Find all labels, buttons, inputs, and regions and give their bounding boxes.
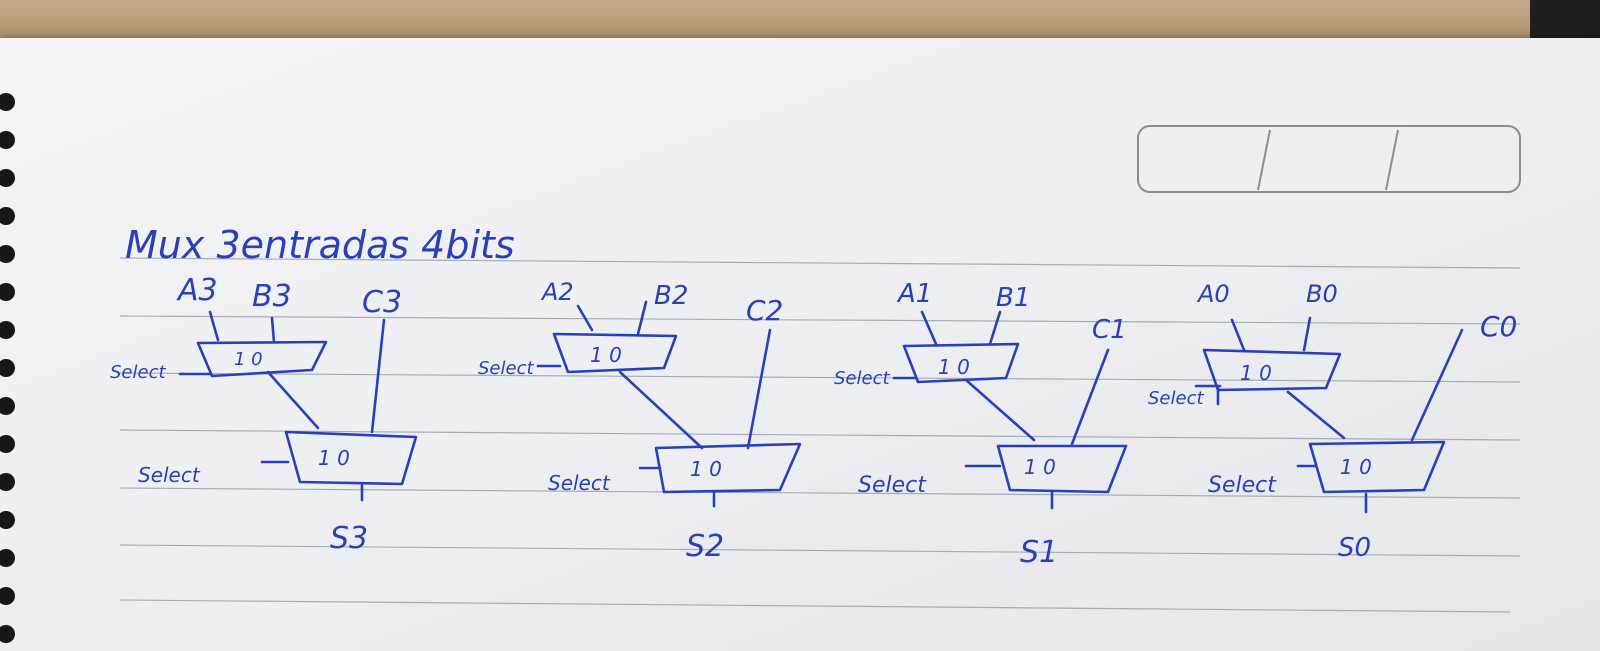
mux-top [196, 340, 328, 378]
input-a-label: A1 [896, 279, 932, 309]
input-c-label: C1 [1092, 315, 1127, 345]
select-label-top: Select [110, 362, 166, 383]
mux-top [902, 342, 1020, 384]
input-a-label: A0 [1196, 280, 1230, 308]
select-label-bottom: Select [1208, 473, 1277, 498]
mux-bottom [284, 430, 418, 486]
input-a-label: A2 [540, 278, 574, 306]
output-label: S3 [330, 521, 368, 556]
output-label: S1 [1020, 535, 1058, 570]
mux-stage-2: A2 B2 C2 1 0 Select 1 0 Select S2 [478, 278, 802, 564]
mux-top-label: 1 0 [1240, 361, 1272, 385]
notebook-page [0, 38, 1600, 651]
select-label-top: Select [1148, 388, 1204, 409]
mux-top [552, 332, 678, 374]
mux-bottom [996, 444, 1128, 494]
output-label: S0 [1338, 533, 1371, 563]
input-b-label: B1 [996, 283, 1030, 313]
mux-top-label: 1 0 [938, 355, 970, 379]
select-label-top: Select [478, 358, 534, 379]
input-a-label: A3 [176, 273, 218, 308]
diagram-title: Mux 3entradas 4bits [125, 223, 515, 267]
ruled-lines [119, 257, 1521, 613]
mux-stage-1: A1 B1 C1 1 0 Select 1 0 Select S1 [834, 279, 1128, 570]
input-c-label: C2 [746, 294, 783, 327]
input-b-label: B3 [252, 279, 292, 314]
mux-bottom-label: 1 0 [690, 457, 722, 481]
select-label-bottom: Select [548, 471, 611, 495]
mux-bottom-label: 1 0 [1024, 455, 1056, 479]
mux-top-label: 1 0 [590, 343, 622, 367]
input-c-label: C3 [362, 285, 402, 320]
input-c-label: C0 [1480, 310, 1517, 343]
input-b-label: B2 [654, 281, 688, 311]
spiral-holes [0, 93, 15, 643]
select-label-bottom: Select [138, 463, 201, 487]
mux-bottom [1308, 440, 1446, 494]
mux-bottom-label: 1 0 [1340, 455, 1372, 479]
mux-top-label: 1 0 [234, 349, 263, 370]
output-label: S2 [686, 529, 724, 564]
select-label-bottom: Select [858, 473, 927, 498]
mux-stage-3: A3 B3 C3 1 0 Select 1 0 Select S3 [110, 273, 418, 556]
mux-stage-0: A0 B0 C0 1 0 Select 1 0 Select S0 [1148, 280, 1517, 563]
mux-bottom-label: 1 0 [318, 446, 350, 470]
date-box [1137, 125, 1521, 193]
mux-top [1202, 348, 1342, 392]
mux-bottom [654, 442, 802, 494]
input-b-label: B0 [1306, 280, 1338, 308]
select-label-top: Select [834, 368, 890, 389]
